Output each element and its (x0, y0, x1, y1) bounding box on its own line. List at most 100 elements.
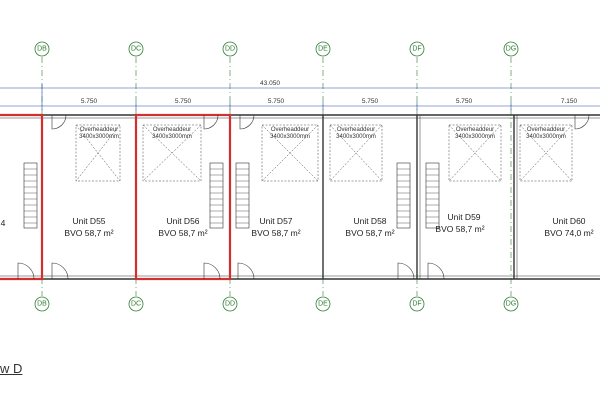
grid-label-dd: DD (225, 46, 235, 53)
grid-label-de: DE (318, 46, 328, 53)
overhead-door-d59 (448, 124, 502, 182)
door-cross-d59-a (448, 124, 502, 182)
dim-span-3: 5.750 (268, 98, 285, 105)
door-label-d58-line2: 3400x3000mm (336, 134, 376, 140)
highlight-unit-d54 (0, 113, 44, 281)
rear-door-d55 (51, 262, 69, 280)
rear-door-d59 (397, 262, 415, 280)
door-cross-d60-b (519, 124, 573, 182)
overhead-door-d55 (75, 124, 121, 182)
grid-label-dd-bottom: DD (225, 301, 235, 308)
rear-door-d54 (17, 262, 35, 280)
front-doors (51, 114, 590, 130)
door-cross-d59-b (448, 124, 502, 182)
stairs (23, 162, 440, 229)
grid-bubble-dg: DG (503, 41, 519, 57)
overhead-door-d57 (261, 124, 319, 182)
door-cross-d58-b (329, 124, 383, 182)
door-labels: Overheaddeur 3400x3000mm Overheaddeur 34… (79, 127, 566, 140)
grid-bubble-dc: DC (128, 41, 144, 57)
door-label-d60-line1: Overheaddeur (527, 127, 565, 133)
grid-label-dc-bottom: DC (131, 301, 141, 308)
unit-name-d54: 4 (1, 218, 6, 228)
stair-d59 (396, 162, 411, 229)
overhead-doors (75, 124, 573, 182)
unit-name-d60: Unit D60 (552, 216, 585, 226)
grid-bubble-de: DE (315, 41, 331, 57)
front-door-d57 (239, 114, 255, 130)
door-cross-d57-b (261, 124, 319, 182)
unit-name-d56: Unit D56 (166, 216, 199, 226)
front-door-d56 (203, 114, 219, 130)
rear-doors (17, 262, 445, 280)
dimension-lines (0, 84, 600, 110)
grid-bubble-de-bottom: DE (315, 296, 331, 312)
view-title: w D (0, 361, 23, 376)
overhead-door-d60 (519, 124, 573, 182)
unit-name-d57: Unit D57 (259, 216, 292, 226)
door-label-d55-line1: Overheaddeur (80, 127, 118, 133)
dim-span-5: 5.750 (456, 98, 473, 105)
overhead-door-d56 (142, 124, 202, 182)
grid-bubble-db-bottom: DB (34, 296, 50, 312)
exterior-walls (0, 114, 600, 280)
grid-label-db: DB (37, 46, 47, 53)
stair-d57 (235, 162, 250, 229)
stair-d54 (23, 162, 38, 229)
grid-label-df-bottom: DF (412, 301, 421, 308)
unit-area-d59: BVO 58,7 m² (435, 224, 484, 234)
door-label-d60-line2: 3400x3000mm (526, 134, 566, 140)
door-label-d59-line2: 3400x3000mm (455, 134, 495, 140)
unit-name-d55: Unit D55 (72, 216, 105, 226)
unit-area-d56: BVO 58,7 m² (158, 228, 207, 238)
highlight-outlines (0, 113, 232, 281)
rear-door-d57 (237, 262, 255, 280)
door-label-d55-line2: 3400x3000mm (79, 134, 119, 140)
dim-span-6: 7.150 (561, 98, 578, 105)
unit-name-d59: Unit D59 (447, 212, 480, 222)
dim-total: 43.050 (260, 80, 280, 87)
door-label-d58-line1: Overheaddeur (337, 127, 375, 133)
party-walls-inner (419, 115, 518, 279)
dim-span-4: 5.750 (362, 98, 379, 105)
front-door-d55 (51, 114, 67, 130)
grid-bubble-dd-bottom: DD (222, 296, 238, 312)
grid-label-dg-bottom: DG (506, 301, 517, 308)
door-cross-d60-a (519, 124, 573, 182)
unit-area-d60: BVO 74,0 m² (544, 228, 593, 238)
door-cross-d56-b (142, 124, 202, 182)
unit-area-d58: BVO 58,7 m² (345, 228, 394, 238)
grid-label-dg: DG (506, 46, 517, 53)
grid-bubble-df-bottom: DF (409, 296, 425, 312)
grid-label-dc: DC (131, 46, 141, 53)
grid-bubble-db: DB (34, 41, 50, 57)
dim-span-1: 5.750 (81, 98, 98, 105)
door-cross-d55-b (75, 124, 121, 182)
grid-bubble-dg-bottom: DG (503, 296, 519, 312)
unit-labels: 4 Unit D55 BVO 58,7 m² Unit D56 BVO 58,7… (1, 212, 594, 238)
door-label-d59-line1: Overheaddeur (456, 127, 494, 133)
door-cross-d58-a (329, 124, 383, 182)
stair-d56 (209, 162, 224, 229)
unit-name-d58: Unit D58 (353, 216, 386, 226)
rear-door-d56 (203, 262, 221, 280)
grid-bubble-dc-bottom: DC (128, 296, 144, 312)
grid-label-db-bottom: DB (37, 301, 47, 308)
grid-label-de-bottom: DE (318, 301, 328, 308)
front-door-d60 (574, 114, 590, 130)
overhead-door-d58 (329, 124, 383, 182)
grid-bubble-df: DF (409, 41, 425, 57)
grid-lines (41, 57, 512, 296)
door-label-d56-line1: Overheaddeur (153, 127, 191, 133)
door-label-d57-line2: 3400x3000mm (270, 134, 310, 140)
rear-door-d60 (427, 262, 445, 280)
door-label-d57-line1: Overheaddeur (271, 127, 309, 133)
stair-d60 (425, 162, 440, 229)
grid-bubble-dd: DD (222, 41, 238, 57)
grid-bubbles-bottom: DB DC DD DE DF DG (34, 296, 519, 312)
door-label-d56-line2: 3400x3000mm (152, 134, 192, 140)
grid-label-df: DF (412, 46, 421, 53)
grid-bubbles-top: DB DC DD DE DF DG (34, 41, 519, 57)
highlight-unit-d56 (134, 113, 232, 281)
